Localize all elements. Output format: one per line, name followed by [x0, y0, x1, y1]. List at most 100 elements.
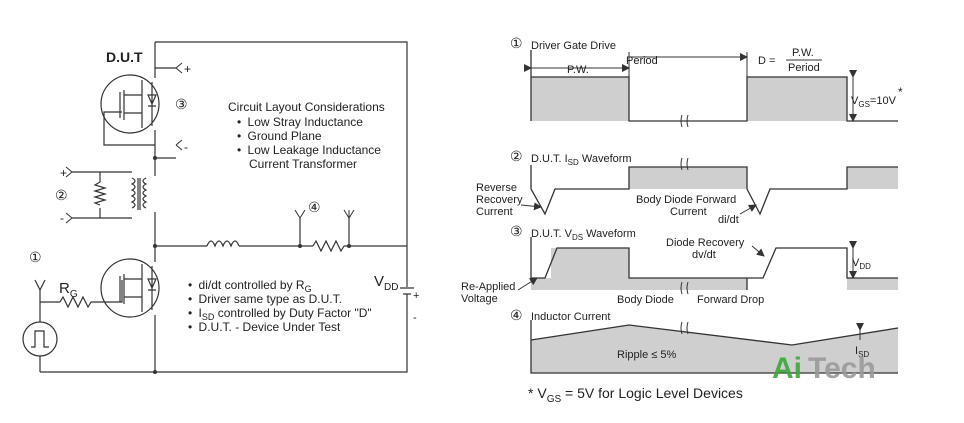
marker-3-wave: ③	[510, 223, 523, 239]
inductor	[206, 240, 240, 248]
isd-shade-2	[847, 167, 898, 189]
vds-shade-1	[531, 278, 629, 290]
inductor-shade	[531, 325, 898, 373]
vds-shade-2	[629, 278, 747, 290]
break-mark	[680, 114, 689, 128]
ct-primary-coil	[130, 177, 136, 209]
note-dut: • D.U.T. - Device Under Test	[188, 320, 341, 334]
vdd-return-wire	[40, 320, 408, 373]
vds-vdd-label: VDD	[852, 257, 871, 271]
upper-mosfet-diode	[147, 82, 157, 126]
ct-left-wire	[72, 171, 132, 219]
waveforms: ① Driver Gate Drive Period P.W. D = P.W.…	[461, 35, 903, 405]
recovery-label: Recovery	[476, 194, 523, 206]
body-diode-label: Body Diode	[617, 294, 674, 306]
circuit-notes: • di/dt controlled by RG • Driver same t…	[188, 278, 372, 334]
shunt-resistor	[312, 239, 345, 253]
gate-drive-wire	[39, 290, 60, 372]
inductor-title: Inductor Current	[531, 311, 610, 323]
layout-item: • Ground Plane	[237, 129, 322, 143]
ct-secondary-coil	[142, 177, 148, 209]
gate-shade-1	[531, 77, 629, 121]
isd-waveform	[530, 165, 898, 216]
layout-item: • Low Stray Inductance	[237, 115, 363, 129]
isd-break	[680, 157, 689, 171]
lower-mosfet-diode	[147, 266, 157, 310]
period-ticks	[628, 52, 748, 77]
inductor-waveform	[530, 324, 899, 346]
ct-minus-label: -	[60, 211, 64, 225]
gate-probe	[34, 279, 46, 291]
test-circuit	[22, 41, 414, 373]
vds-title: D.U.T. VDS Waveform	[531, 228, 636, 242]
marker-2: ②	[55, 187, 68, 203]
vds-break	[680, 281, 689, 295]
pulse-generator	[22, 321, 58, 357]
upper-minus-label: -	[184, 140, 188, 154]
current-label: Current	[476, 206, 513, 218]
layout-item: • Low Leakage Inductance	[237, 143, 381, 157]
junctions	[153, 156, 351, 374]
inductor-panel: ④ Inductor Current Ripple ≤ 5% ISD	[510, 307, 899, 374]
ct-plus-probe	[65, 166, 73, 178]
pulse-symbol	[31, 330, 49, 348]
upper-dut-wire	[154, 42, 176, 159]
note-didt: • di/dt controlled by RG	[188, 278, 312, 294]
dvdt: dv/dt	[692, 249, 716, 261]
ct-minus-probe	[65, 212, 73, 224]
voltage-label: Voltage	[461, 293, 498, 305]
isd-shade-1	[629, 167, 747, 189]
aitech-logo: Ai Tech	[772, 352, 876, 385]
reverse-arrow	[520, 202, 542, 211]
probe-forks	[65, 62, 355, 224]
period-label: Period	[626, 55, 658, 67]
isd-panel: ② D.U.T. ISD Waveform Reverse Recovery C…	[476, 148, 898, 226]
layout-item-cont: Current Transformer	[249, 157, 357, 171]
d-numerator: P.W.	[792, 47, 814, 59]
isd-ripple-label: ISD	[855, 345, 869, 359]
vds-panel: ③ D.U.T. VDS Waveform Diode Recovery dv/…	[461, 223, 898, 306]
upper-gate-link	[103, 111, 155, 146]
upper-minus-probe	[175, 139, 183, 151]
forward-drop-label: Forward Drop	[697, 294, 764, 306]
pw-label: P.W.	[567, 64, 589, 76]
layout-title: Circuit Layout Considerations	[228, 100, 385, 114]
d-denominator: Period	[788, 62, 820, 74]
vgs-asterisk: *	[898, 85, 903, 99]
gate-waveform	[530, 50, 898, 122]
ct-plus-label: +	[60, 166, 67, 180]
footnote: * VGS = 5V for Logic Level Devices	[528, 385, 743, 405]
battery-plus: +	[413, 290, 419, 302]
gate-shade-2	[747, 77, 847, 121]
upper-mosfet	[100, 74, 160, 134]
reapplied-arrow	[517, 277, 538, 291]
gate-title: Driver Gate Drive	[531, 40, 616, 52]
lower-mosfet	[100, 258, 160, 318]
isd-title: D.U.T. ISD Waveform	[531, 153, 632, 167]
isd-didt: di/dt	[718, 214, 739, 226]
logo-ai: Ai	[772, 352, 802, 385]
layout-considerations: Circuit Layout Considerations • Low Stra…	[228, 100, 385, 171]
vdd-label: VDD	[374, 273, 398, 293]
ct-core	[137, 178, 141, 210]
reapplied-label: Re-Applied	[461, 281, 515, 293]
gate-drive-panel: ① Driver Gate Drive Period P.W. D = P.W.…	[510, 35, 903, 128]
body-diode-forward: Body Diode Forward	[636, 194, 736, 206]
dut-label: D.U.T	[106, 49, 143, 65]
vgs-label: VGS=10V	[851, 95, 897, 109]
probe-left-fork	[294, 209, 306, 219]
lower-mosfet-body	[119, 264, 143, 312]
marker-2-wave: ②	[510, 148, 523, 164]
battery-minus: -	[413, 312, 417, 324]
dvdt-arrow	[751, 245, 765, 257]
upper-plus-probe	[175, 62, 183, 74]
ripple-label: Ripple ≤ 5%	[617, 349, 676, 361]
marker-1: ①	[29, 249, 42, 265]
note-isd: • ISD controlled by Duty Factor "D"	[188, 306, 372, 322]
ct-resistor	[92, 181, 108, 206]
reverse-label: Reverse	[476, 182, 517, 194]
vds-shade-3	[847, 278, 898, 290]
marker-4: ④	[308, 199, 321, 215]
battery	[400, 287, 414, 320]
